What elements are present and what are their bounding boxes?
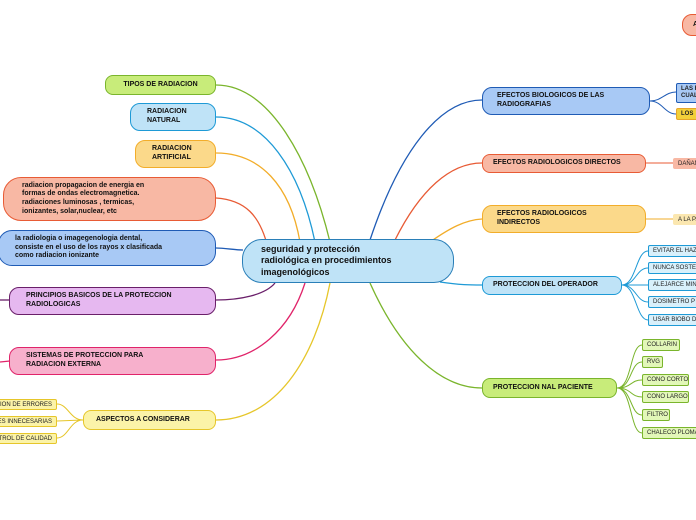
node-proteccion-paciente[interactable]: PROTECCION NAL PACIENTE	[482, 378, 617, 398]
node-efectos-indirectos[interactable]: EFECTOS RADIOLOGICOS INDIRECTOS	[482, 205, 646, 233]
link-operador	[439, 281, 483, 286]
link-aspectos-items	[56, 403, 84, 439]
link-indirectos	[429, 218, 483, 243]
link-efectos-bio	[369, 99, 483, 241]
node-efectos-directos[interactable]: EFECTOS RADIOLOGICOS DIRECTOS	[482, 154, 646, 173]
indirectos-item[interactable]: A LA PA	[673, 214, 696, 225]
node-radiacion-natural[interactable]: RADIACION NATURAL	[130, 103, 216, 131]
link-aspectos	[215, 282, 331, 421]
aspectos-item[interactable]: NTROL DE CALIDAD	[0, 433, 57, 444]
aspectos-item[interactable]: IES INNECESARIAS	[0, 416, 57, 427]
node-proteccion-operador[interactable]: PROTECCION DEL OPERADOR	[482, 276, 622, 295]
paciente-item[interactable]: COLLARIN	[642, 339, 680, 351]
link-principios	[215, 282, 276, 301]
node-top-partial[interactable]: A	[682, 14, 696, 36]
node-efectos-biologicos[interactable]: EFECTOS BIOLOGICOS DE LAS RADIOGRAFIAS	[482, 87, 650, 115]
link-operador-items	[621, 250, 649, 321]
link-tipos	[215, 84, 331, 243]
paciente-item[interactable]: CONO LARGO	[642, 391, 689, 403]
link-natural	[215, 116, 316, 243]
operador-item[interactable]: DOSIMETRO P	[648, 296, 696, 308]
link-directos	[394, 162, 483, 241]
link-paciente-items	[616, 344, 643, 434]
link-artificial	[215, 152, 301, 243]
directos-item[interactable]: DAÑAN	[673, 158, 696, 169]
link-paciente	[369, 282, 483, 389]
operador-item[interactable]: ALEJARCE MIN	[648, 279, 696, 291]
node-principios-basicos[interactable]: PRINCIPIOS BASICOS DE LA PROTECCION RADI…	[9, 287, 216, 315]
operador-item[interactable]: USAR BIOBO D	[648, 314, 696, 326]
efectos-bio-item[interactable]: LOS	[676, 108, 696, 120]
paciente-item[interactable]: RVG	[642, 356, 663, 368]
link-bio-items	[649, 91, 677, 115]
link-sistemas	[215, 282, 306, 361]
link-definicion	[215, 197, 269, 249]
paciente-item[interactable]: CONO CORTO	[642, 374, 689, 386]
node-definicion-radiacion[interactable]: radiacion propagacion de energia en form…	[3, 177, 216, 221]
aspectos-item[interactable]: CION DE ERRORES	[0, 399, 57, 410]
central-topic[interactable]: seguridad y protección radiológica en pr…	[242, 239, 454, 283]
paciente-item[interactable]: FILTRO	[642, 409, 670, 421]
paciente-item[interactable]: CHALECO PLOMAD	[642, 427, 696, 439]
node-tipos-de-radiacion[interactable]: TIPOS DE RADIACION	[105, 75, 216, 95]
node-radiacion-artificial[interactable]: RADIACION ARTIFICIAL	[135, 140, 216, 168]
link-radiologia	[215, 247, 244, 251]
link-sistemas-out	[0, 360, 11, 363]
node-radiologia[interactable]: la radiologia o imagegenologia dental, c…	[0, 230, 216, 266]
node-aspectos-considerar[interactable]: ASPECTOS A CONSIDERAR	[83, 410, 216, 430]
node-sistemas-proteccion[interactable]: SISTEMAS DE PROTECCION PARA RADIACION EX…	[9, 347, 216, 375]
operador-item[interactable]: NUNCA SOSTE	[648, 262, 696, 274]
operador-item[interactable]: EVITAR EL HAZ	[648, 245, 696, 257]
